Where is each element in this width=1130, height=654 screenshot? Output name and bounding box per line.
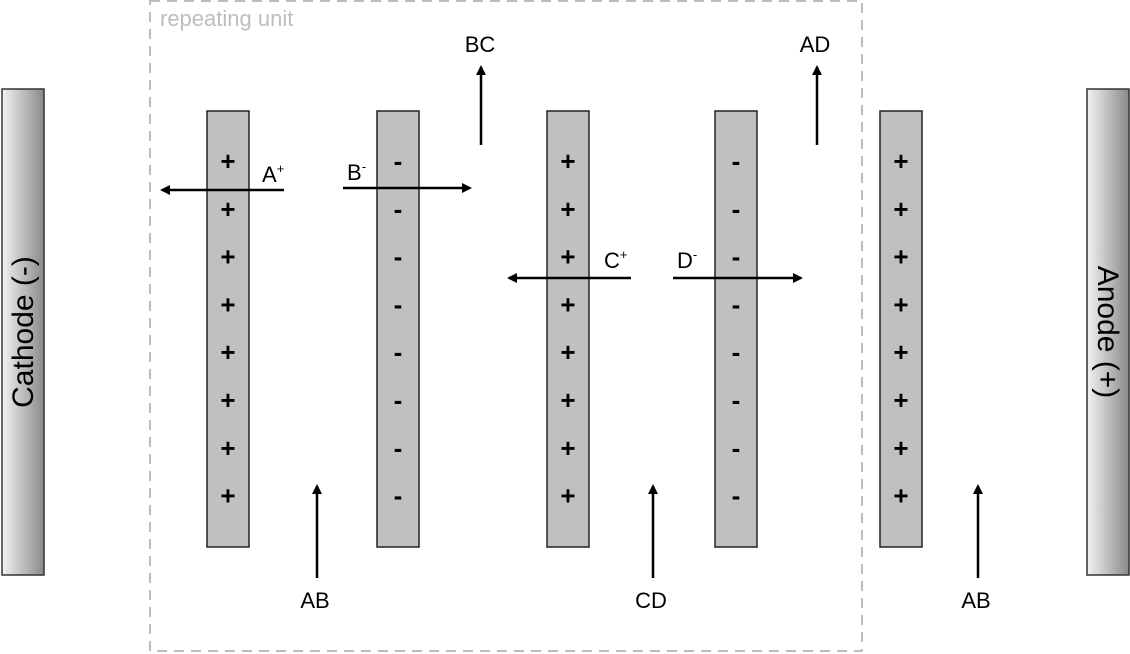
membrane-cation: + + + + + + + + [206,110,250,548]
anode-label: Anode (+) [1091,266,1124,399]
membrane-charge-plus: + [220,385,235,415]
membrane-charge-minus: - [394,146,403,176]
membrane-charge-plus: + [560,289,575,319]
membrane-cation: + + + + + + + + [879,110,923,548]
ion-b-label: B- [347,159,366,185]
membrane-anion: - - - - - - - - [714,110,758,548]
membrane-charge-minus: - [394,194,403,224]
cathode-label: Cathode (-) [7,256,40,408]
membrane-charge-minus: - [732,385,741,415]
membrane-charge-plus: + [560,194,575,224]
membrane-charge-plus: + [560,146,575,176]
ion-a-label: A+ [262,161,284,187]
membrane-charge-minus: - [732,242,741,272]
membrane-charge-minus: - [394,337,403,367]
membrane-charge-minus: - [732,481,741,511]
stream-ab-label-2: AB [961,588,990,613]
membrane-charge-minus: - [732,146,741,176]
membrane-charge-plus: + [560,481,575,511]
membrane-charge-plus: + [893,337,908,367]
repeating-unit-label: repeating unit [160,6,293,31]
membrane-charge-minus: - [394,289,403,319]
membrane-charge-minus: - [732,337,741,367]
stream-cd-label: CD [635,588,667,613]
membrane-charge-plus: + [220,337,235,367]
membrane-charge-plus: + [893,194,908,224]
membrane-charge-plus: + [560,242,575,272]
membrane-charge-minus: - [394,385,403,415]
membrane-charge-plus: + [893,289,908,319]
membrane-charge-plus: + [220,289,235,319]
membrane-charge-plus: + [220,242,235,272]
membrane-cation: + + + + + + + + [546,110,590,548]
membrane-charge-plus: + [220,146,235,176]
membrane-charge-plus: + [220,481,235,511]
membrane-charge-plus: + [220,194,235,224]
membrane-charge-plus: + [560,433,575,463]
membrane-charge-plus: + [893,433,908,463]
membrane-charge-plus: + [220,433,235,463]
membrane-charge-plus: + [893,481,908,511]
membrane-charge-minus: - [732,289,741,319]
membrane-charge-minus: - [394,242,403,272]
cathode: Cathode (-) [1,88,45,576]
stream-ad-label: AD [800,32,831,57]
membrane-charge-minus: - [394,481,403,511]
membrane-charge-minus: - [732,433,741,463]
ion-d-label: D- [677,247,697,273]
stream-ab-label-1: AB [300,588,329,613]
membrane-charge-plus: + [893,385,908,415]
anode: Anode (+) [1086,88,1130,576]
membrane-charge-plus: + [560,337,575,367]
membrane-charge-minus: - [394,433,403,463]
repeating-unit-box [149,0,863,652]
membrane-charge-plus: + [893,146,908,176]
membrane-charge-plus: + [560,385,575,415]
membrane-charge-plus: + [893,242,908,272]
membrane-anion: - - - - - - - - [376,110,420,548]
stream-bc-label: BC [465,32,496,57]
ion-c-label: C+ [604,247,627,273]
membrane-charge-minus: - [732,194,741,224]
